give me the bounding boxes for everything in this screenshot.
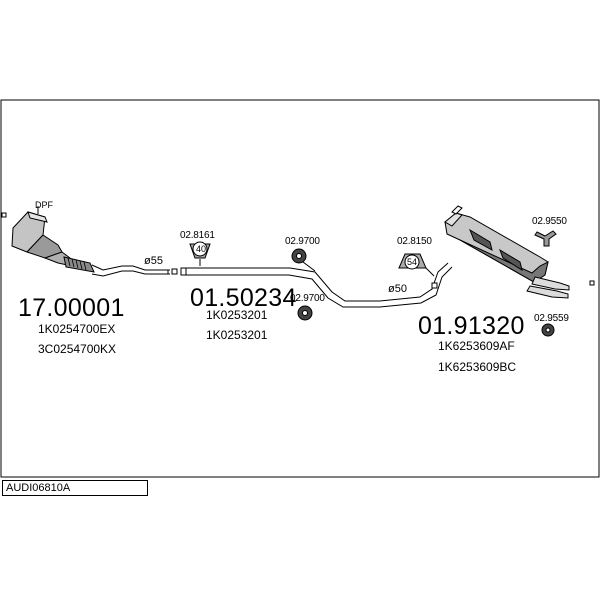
middle-pipe xyxy=(186,262,453,308)
diagram-title: AUDI06810A xyxy=(6,482,71,494)
oem-number: 1K0253201 xyxy=(206,308,268,322)
pipe-joint-marker xyxy=(171,268,178,275)
right-frame-mark xyxy=(589,280,595,286)
diagram-frame xyxy=(0,99,600,478)
mount-code: 02.9700 xyxy=(290,293,325,304)
mount-02-9700-upper-shape xyxy=(291,248,316,272)
flange-joint xyxy=(180,267,187,276)
mount-code: 02.9550 xyxy=(532,216,567,227)
mount-code: 02.9559 xyxy=(534,313,569,324)
mount-code: 02.8150 xyxy=(397,236,432,247)
mount-code: 02.9700 xyxy=(285,236,320,247)
part-number: 01.50234 xyxy=(190,284,297,312)
oem-number: 1K0254700EX xyxy=(38,322,116,336)
mount-02-8150-shape xyxy=(398,253,435,277)
mount-02-9550-shape xyxy=(534,230,557,247)
left-frame-mark xyxy=(1,212,7,218)
dpf-tag: DPF xyxy=(35,200,53,210)
front-pipe xyxy=(91,264,170,277)
mount-02-9700-lower-shape xyxy=(297,305,313,321)
mount-badge: 40 xyxy=(196,244,207,254)
mount-code: 02.8161 xyxy=(180,230,215,241)
diagram-title-box: AUDI06810A xyxy=(2,480,148,496)
dpf-unit xyxy=(11,206,73,267)
diameter-label-rear: ø50 xyxy=(388,283,407,295)
mount-02-9559-shape xyxy=(541,323,555,337)
oem-number: 3C0254700KX xyxy=(38,342,117,356)
rear-silencer xyxy=(444,205,570,299)
middle-pipe-end-marker xyxy=(431,282,438,289)
oem-number: 1K6253609AF xyxy=(438,339,515,353)
part-number: 01.91320 xyxy=(418,312,525,340)
mount-02-8161-shape xyxy=(189,241,211,266)
oem-number: 1K6253609BC xyxy=(438,360,517,374)
flex-pipe xyxy=(63,256,95,273)
mount-badge: 54 xyxy=(407,257,418,267)
part-number: 17.00001 xyxy=(18,294,125,322)
diameter-label-front: ø55 xyxy=(144,255,163,267)
oem-number: 1K0253201 xyxy=(206,328,268,342)
